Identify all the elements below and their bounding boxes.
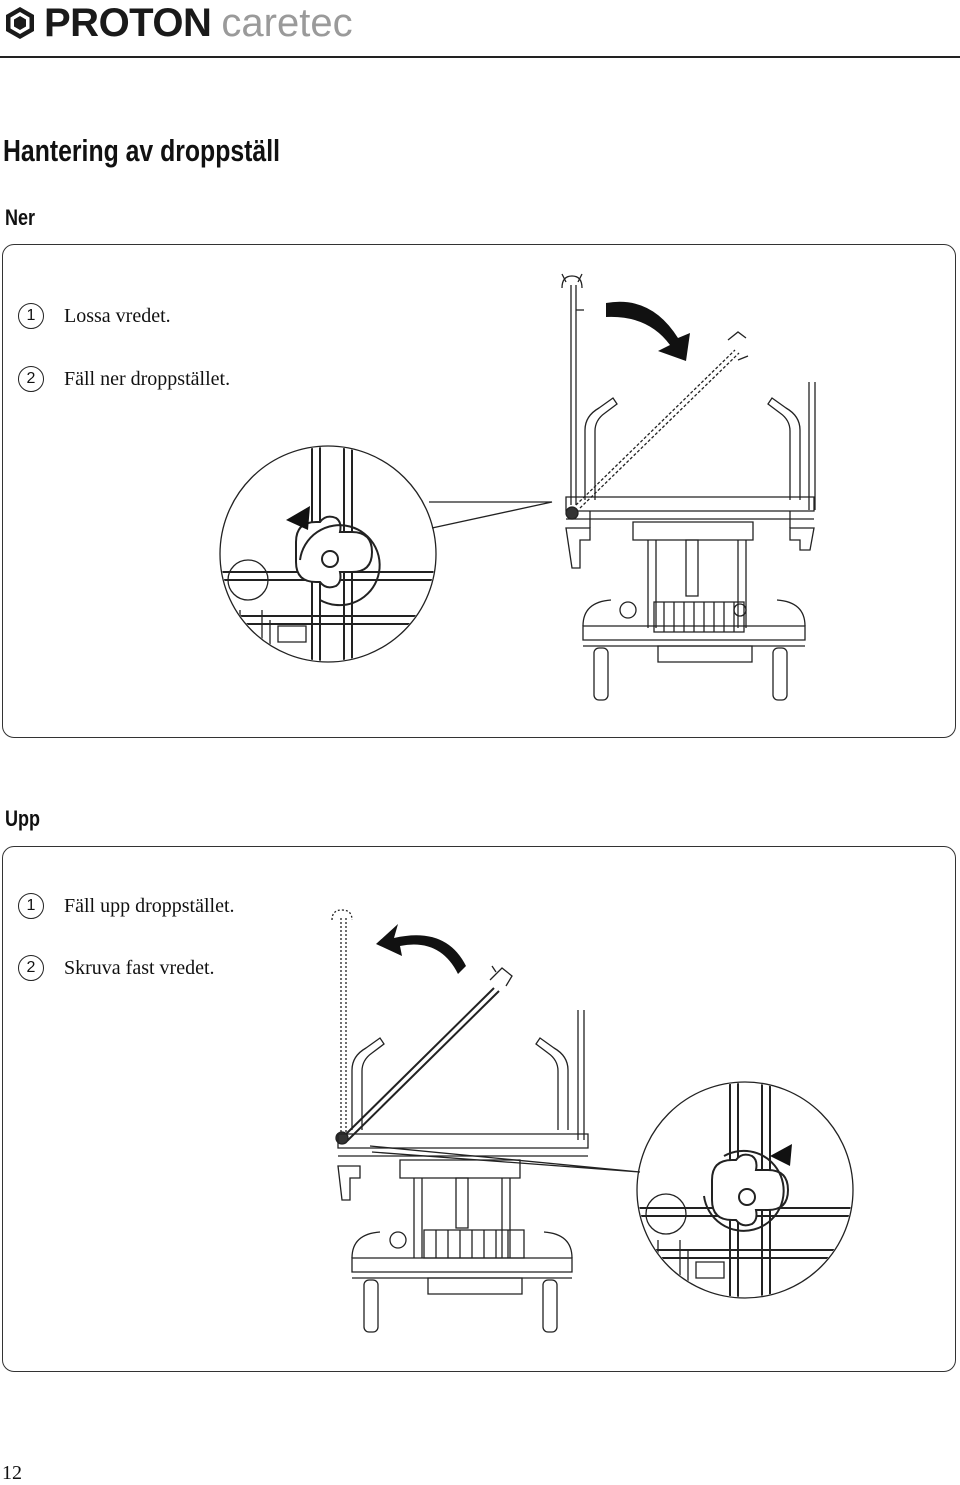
brand-subname: caretec [221, 0, 353, 45]
step-upp-1: 1 Fäll upp droppstället. [18, 893, 235, 919]
brand-logo: PROTON caretec [2, 0, 353, 46]
knob-detail-loosen [220, 440, 440, 680]
step-number: 2 [18, 366, 44, 392]
step-ner-1: 1 Lossa vredet. [18, 303, 171, 329]
bed-illustration-up [332, 910, 640, 1332]
step-text: Fäll upp droppstället. [64, 894, 235, 917]
section-heading-ner: Ner [5, 205, 36, 230]
step-ner-2: 2 Fäll ner droppstället. [18, 366, 230, 392]
page-title: Hantering av droppställ [3, 133, 280, 168]
step-number: 2 [18, 955, 44, 981]
step-text: Fäll ner droppstället. [64, 367, 231, 390]
step-number: 1 [18, 893, 44, 919]
panel-ner [2, 244, 956, 738]
step-upp-2: 2 Skruva fast vredet. [18, 955, 215, 981]
panel-upp [2, 846, 956, 1372]
step-text: Skruva fast vredet. [64, 956, 215, 979]
knob-detail-tighten [636, 1076, 856, 1310]
brand-name: PROTON [44, 0, 212, 45]
step-number: 1 [18, 303, 44, 329]
bed-illustration-down [429, 274, 815, 700]
proton-hexagon-icon [6, 7, 34, 39]
header-rule [0, 56, 960, 58]
step-text: Lossa vredet. [64, 304, 171, 327]
section-heading-upp: Upp [5, 806, 41, 831]
page-number: 12 [2, 1462, 22, 1484]
